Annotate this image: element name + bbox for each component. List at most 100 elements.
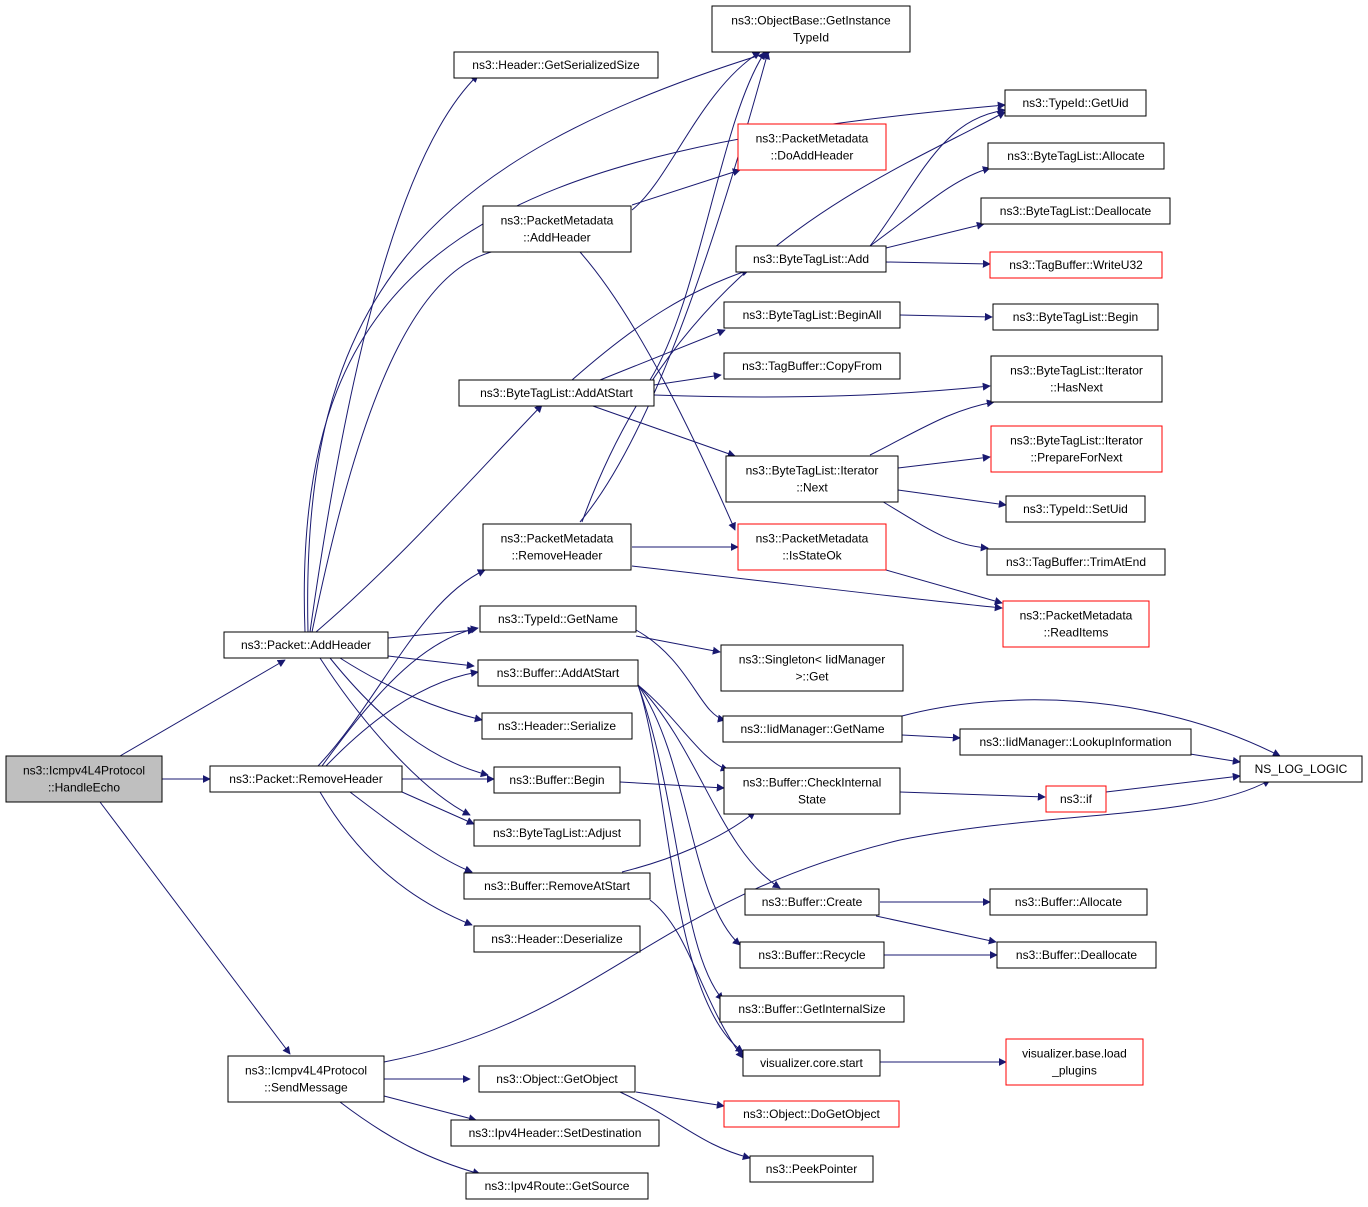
node-nsIf[interactable]: ns3::if bbox=[1045, 785, 1107, 813]
node-box[interactable] bbox=[959, 728, 1192, 756]
node-box[interactable] bbox=[723, 352, 901, 380]
node-box[interactable] bbox=[980, 197, 1171, 225]
node-btlAdjust[interactable]: ns3::ByteTagList::Adjust bbox=[473, 819, 641, 847]
node-vizCoreStart[interactable]: visualizer.core.start bbox=[742, 1049, 881, 1077]
node-box[interactable] bbox=[482, 205, 632, 253]
node-box[interactable] bbox=[742, 1049, 881, 1077]
node-btlAdd[interactable]: ns3::ByteTagList::Add bbox=[735, 245, 887, 273]
node-btlDeallocate[interactable]: ns3::ByteTagList::Deallocate bbox=[980, 197, 1171, 225]
node-typeIdGetUid[interactable]: ns3::TypeId::GetUid bbox=[1004, 89, 1147, 117]
node-singletonGet[interactable]: ns3::Singleton< IidManager>::Get bbox=[720, 644, 904, 692]
node-bufRecycle[interactable]: ns3::Buffer::Recycle bbox=[739, 941, 885, 969]
node-iidGetName[interactable]: ns3::IidManager::GetName bbox=[722, 715, 903, 743]
node-removeHeader[interactable]: ns3::Packet::RemoveHeader bbox=[209, 765, 403, 793]
node-box[interactable] bbox=[735, 245, 887, 273]
node-box[interactable] bbox=[481, 712, 633, 740]
node-nsLogLogic[interactable]: NS_LOG_LOGIC bbox=[1239, 755, 1363, 783]
node-box[interactable] bbox=[986, 548, 1166, 576]
node-box[interactable] bbox=[989, 251, 1163, 279]
node-headerDeserialize[interactable]: ns3::Header::Deserialize bbox=[473, 925, 641, 953]
node-pmDoAddHeader[interactable]: ns3::PacketMetadata::DoAddHeader bbox=[737, 123, 887, 171]
node-box[interactable] bbox=[1004, 89, 1147, 117]
node-box[interactable] bbox=[990, 355, 1163, 403]
node-box[interactable] bbox=[723, 301, 901, 329]
node-pmIsStateOk[interactable]: ns3::PacketMetadata::IsStateOk bbox=[737, 523, 887, 571]
node-objGetObject[interactable]: ns3::Object::GetObject bbox=[478, 1065, 636, 1093]
node-box[interactable] bbox=[1002, 600, 1150, 648]
node-box[interactable] bbox=[482, 523, 632, 571]
node-btlIterPrepare[interactable]: ns3::ByteTagList::Iterator::PrepareForNe… bbox=[990, 425, 1163, 473]
node-ipv4RouteGetSource[interactable]: ns3::Ipv4Route::GetSource bbox=[465, 1172, 649, 1200]
node-box[interactable] bbox=[987, 142, 1165, 170]
node-box[interactable] bbox=[479, 605, 637, 633]
node-box[interactable] bbox=[450, 1119, 660, 1147]
node-tbTrimAtEnd[interactable]: ns3::TagBuffer::TrimAtEnd bbox=[986, 548, 1166, 576]
node-box[interactable] bbox=[458, 379, 655, 407]
node-box[interactable] bbox=[737, 123, 887, 171]
node-box[interactable] bbox=[719, 995, 905, 1023]
node-box[interactable] bbox=[5, 755, 163, 803]
node-bufRemoveAtStart[interactable]: ns3::Buffer::RemoveAtStart bbox=[463, 872, 651, 900]
node-headerSerialize[interactable]: ns3::Header::Serialize bbox=[481, 712, 633, 740]
node-box[interactable] bbox=[473, 925, 641, 953]
node-box[interactable] bbox=[989, 888, 1148, 916]
node-box[interactable] bbox=[209, 765, 403, 793]
node-box[interactable] bbox=[463, 872, 651, 900]
node-box[interactable] bbox=[723, 767, 901, 815]
node-getSerializedSize[interactable]: ns3::Header::GetSerializedSize bbox=[453, 51, 659, 79]
node-btlIterHasNext[interactable]: ns3::ByteTagList::Iterator::HasNext bbox=[990, 355, 1163, 403]
node-objDoGetObject[interactable]: ns3::Object::DoGetObject bbox=[723, 1100, 900, 1128]
node-btlBeginAll[interactable]: ns3::ByteTagList::BeginAll bbox=[723, 301, 901, 329]
node-bufAllocate[interactable]: ns3::Buffer::Allocate bbox=[989, 888, 1148, 916]
node-typeIdGetName[interactable]: ns3::TypeId::GetName bbox=[479, 605, 637, 633]
node-addHeader[interactable]: ns3::Packet::AddHeader bbox=[223, 631, 389, 659]
node-peekPointer[interactable]: ns3::PeekPointer bbox=[749, 1155, 874, 1183]
node-box[interactable] bbox=[1239, 755, 1363, 783]
node-box[interactable] bbox=[1005, 1038, 1144, 1086]
node-box[interactable] bbox=[223, 631, 389, 659]
node-box[interactable] bbox=[749, 1155, 874, 1183]
node-box[interactable] bbox=[720, 644, 904, 692]
node-btlAddAtStart[interactable]: ns3::ByteTagList::AddAtStart bbox=[458, 379, 655, 407]
node-sendMessage[interactable]: ns3::Icmpv4L4Protocol::SendMessage bbox=[227, 1055, 385, 1103]
node-pmRemoveHeader[interactable]: ns3::PacketMetadata::RemoveHeader bbox=[482, 523, 632, 571]
node-box[interactable] bbox=[990, 425, 1163, 473]
node-box[interactable] bbox=[737, 523, 887, 571]
node-box[interactable] bbox=[725, 455, 899, 503]
node-box[interactable] bbox=[465, 1172, 649, 1200]
node-box[interactable] bbox=[453, 51, 659, 79]
node-btlBegin[interactable]: ns3::ByteTagList::Begin bbox=[992, 303, 1159, 331]
node-box[interactable] bbox=[478, 1065, 636, 1093]
node-box[interactable] bbox=[493, 766, 621, 794]
node-bufDeallocate[interactable]: ns3::Buffer::Deallocate bbox=[996, 941, 1157, 969]
node-bufCreate[interactable]: ns3::Buffer::Create bbox=[744, 888, 880, 916]
node-box[interactable] bbox=[1005, 495, 1146, 523]
node-box[interactable] bbox=[992, 303, 1159, 331]
node-box[interactable] bbox=[723, 1100, 900, 1128]
node-box[interactable] bbox=[996, 941, 1157, 969]
node-ipv4SetDest[interactable]: ns3::Ipv4Header::SetDestination bbox=[450, 1119, 660, 1147]
node-typeIdSetUid[interactable]: ns3::TypeId::SetUid bbox=[1005, 495, 1146, 523]
node-vizLoadPlugins[interactable]: visualizer.base.load_plugins bbox=[1005, 1038, 1144, 1086]
node-root[interactable]: ns3::Icmpv4L4Protocol::HandleEcho bbox=[5, 755, 163, 803]
node-pmAddHeader[interactable]: ns3::PacketMetadata::AddHeader bbox=[482, 205, 632, 253]
node-box[interactable] bbox=[711, 5, 911, 53]
node-box[interactable] bbox=[477, 659, 639, 687]
node-box[interactable] bbox=[227, 1055, 385, 1103]
node-bufGetInternalSize[interactable]: ns3::Buffer::GetInternalSize bbox=[719, 995, 905, 1023]
node-pmReadItems[interactable]: ns3::PacketMetadata::ReadItems bbox=[1002, 600, 1150, 648]
node-box[interactable] bbox=[739, 941, 885, 969]
node-box[interactable] bbox=[473, 819, 641, 847]
node-bufBegin[interactable]: ns3::Buffer::Begin bbox=[493, 766, 621, 794]
node-iidLookup[interactable]: ns3::IidManager::LookupInformation bbox=[959, 728, 1192, 756]
node-bufAddAtStart[interactable]: ns3::Buffer::AddAtStart bbox=[477, 659, 639, 687]
node-btlIterNext[interactable]: ns3::ByteTagList::Iterator::Next bbox=[725, 455, 899, 503]
node-tbWriteU32[interactable]: ns3::TagBuffer::WriteU32 bbox=[989, 251, 1163, 279]
node-tbCopyFrom[interactable]: ns3::TagBuffer::CopyFrom bbox=[723, 352, 901, 380]
node-box[interactable] bbox=[1045, 785, 1107, 813]
node-box[interactable] bbox=[722, 715, 903, 743]
node-btlAllocate[interactable]: ns3::ByteTagList::Allocate bbox=[987, 142, 1165, 170]
node-box[interactable] bbox=[744, 888, 880, 916]
